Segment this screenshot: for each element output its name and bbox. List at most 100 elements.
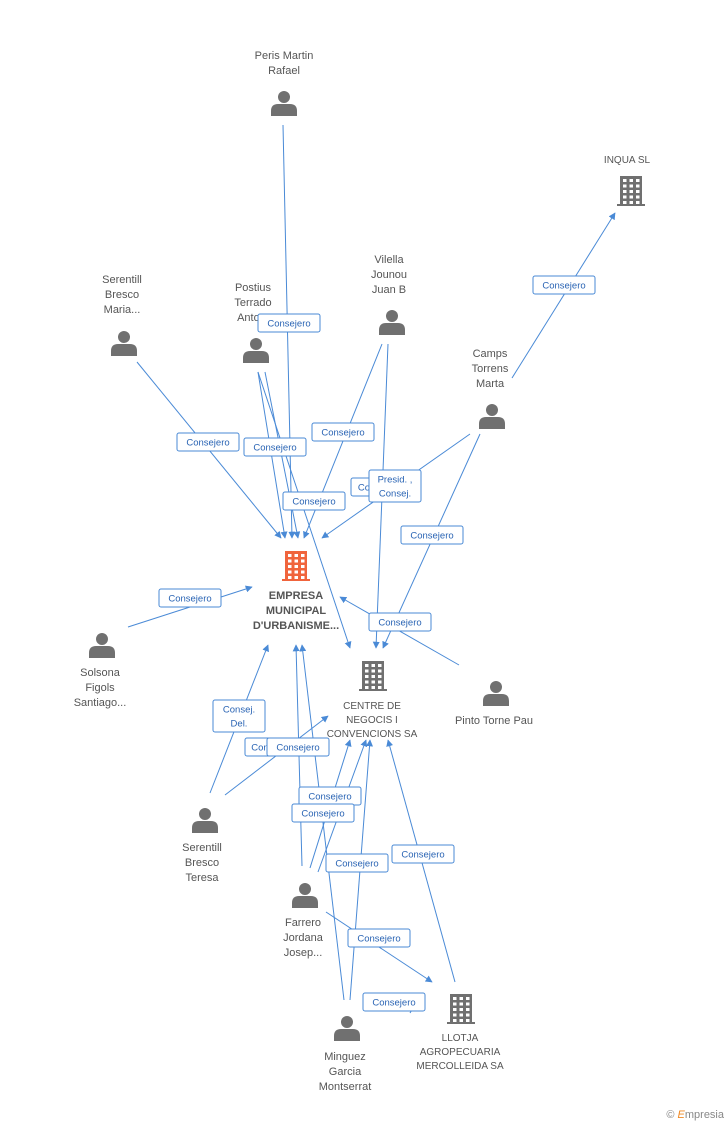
- relationship-badge[interactable]: Consejero: [291, 803, 355, 823]
- node-label-line: Teresa: [185, 872, 219, 884]
- relationship-badge[interactable]: Consejero: [368, 612, 432, 632]
- relationship-badge[interactable]: Consejero: [391, 844, 455, 864]
- badge-label: Consejero: [401, 850, 444, 861]
- badge-label-line: Con: [251, 743, 268, 754]
- node-label-line: Farrero: [285, 917, 321, 929]
- relationship-badge[interactable]: Consejero: [311, 422, 375, 442]
- company-node-inqua[interactable]: INQUA SL: [604, 155, 651, 206]
- node-label-line: MERCOLLEIDA SA: [416, 1061, 504, 1072]
- person-icon: [379, 310, 405, 335]
- badge-label: Consejero: [321, 428, 364, 439]
- badge-label-line: Consejero: [168, 594, 211, 605]
- badge-box: [362, 992, 426, 1012]
- badge-label-line: Presid. ,: [378, 475, 413, 486]
- relationship-badge[interactable]: Consejero: [362, 992, 426, 1012]
- node-label-line: MUNICIPAL: [266, 605, 327, 617]
- relationship-badge[interactable]: Consejero: [243, 437, 307, 457]
- node-label-line: CONVENCIONS SA: [327, 729, 418, 740]
- node-label: EMPRESA MUNICIPAL D'URBANISME...: [253, 590, 339, 632]
- node-label: INQUA SL: [604, 155, 651, 166]
- node-label-line: D'URBANISME...: [253, 620, 339, 632]
- badge-label-line: Consejero: [410, 531, 453, 542]
- node-label-line: Torrens: [472, 363, 509, 375]
- badge-label: Consejero: [276, 743, 319, 754]
- badge-label-line: Consejero: [357, 934, 400, 945]
- relationship-edge: [511, 212, 616, 379]
- badge-box: [212, 699, 266, 733]
- relationship-badge[interactable]: Consejero: [257, 313, 321, 333]
- badge-box: [347, 928, 411, 948]
- node-label-line: Figols: [85, 682, 115, 694]
- badge-label-line: Consejero: [321, 428, 364, 439]
- relationship-badge[interactable]: Consejero: [266, 737, 330, 757]
- node-label-line: Solsona: [80, 667, 121, 679]
- badge-label-line: Consejero: [542, 281, 585, 292]
- badge-label-line: Del.: [231, 719, 248, 730]
- company-node-emu[interactable]: EMPRESA MUNICIPAL D'URBANISME...: [253, 551, 339, 632]
- node-label-line: Santiago...: [74, 697, 127, 709]
- relationship-badge[interactable]: Consejero: [298, 786, 362, 806]
- person-icon: [292, 883, 318, 908]
- badge-label-line: Co: [358, 483, 370, 494]
- relationship-badge[interactable]: Presid. , Consej.: [368, 469, 422, 503]
- relationship-badge[interactable]: Consejero: [347, 928, 411, 948]
- person-node-pinto[interactable]: Pinto Torne Pau: [455, 681, 533, 727]
- person-icon: [334, 1016, 360, 1041]
- badge-label: Consejero: [372, 998, 415, 1009]
- badge-label-line: Consej.: [379, 489, 411, 500]
- badge-label: Consejero: [357, 934, 400, 945]
- copyright-symbol: ©: [666, 1109, 675, 1121]
- relationship-badge[interactable]: Consejero: [532, 275, 596, 295]
- relationship-badge[interactable]: Consejero: [400, 525, 464, 545]
- building-icon: [282, 551, 310, 581]
- person-icon: [89, 633, 115, 658]
- node-label-line: Terrado: [234, 297, 271, 309]
- building-icon: [359, 661, 387, 691]
- relationship-badge[interactable]: Consejero: [282, 491, 346, 511]
- badge-label: Consejero: [378, 618, 421, 629]
- person-icon: [479, 404, 505, 429]
- badge-label: Consejero: [168, 594, 211, 605]
- person-icon: [192, 808, 218, 833]
- brand-initial: E: [677, 1109, 685, 1121]
- badge-box: [400, 525, 464, 545]
- badge-label-line: Consejero: [267, 319, 310, 330]
- relationship-badge[interactable]: Consejero: [158, 588, 222, 608]
- badge-box: [282, 491, 346, 511]
- badge-label-line: Consej.: [223, 705, 255, 716]
- node-label-line: EMPRESA: [269, 590, 323, 602]
- badge-label-line: Consejero: [253, 443, 296, 454]
- node-label-line: Serentill: [102, 274, 142, 286]
- badge-box: [532, 275, 596, 295]
- badge-label: Consejero: [308, 792, 351, 803]
- person-icon: [111, 331, 137, 356]
- relationship-badge[interactable]: Consejero: [325, 853, 389, 873]
- relationship-badge[interactable]: Consej. Del.: [212, 699, 266, 733]
- node-label: Pinto Torne Pau: [455, 715, 533, 727]
- node-label-line: Garcia: [329, 1066, 362, 1078]
- node-label-line: Postius: [235, 282, 272, 294]
- relationship-badge[interactable]: Consejero: [176, 432, 240, 452]
- badge-label: Consejero: [542, 281, 585, 292]
- person-icon: [271, 91, 297, 116]
- badge-box: [368, 469, 422, 503]
- brand-footer[interactable]: © Empresia: [666, 1109, 724, 1121]
- badge-label-line: Consejero: [276, 743, 319, 754]
